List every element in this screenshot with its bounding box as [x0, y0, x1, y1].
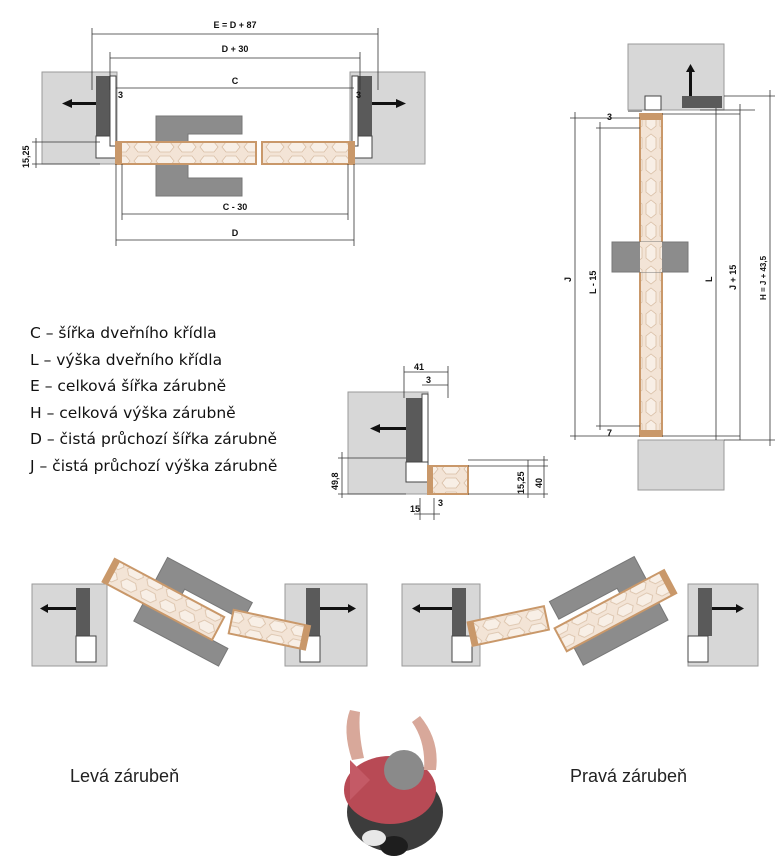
handle-plate: [155, 115, 243, 197]
right-swing-view: [401, 555, 759, 667]
dim-e: E = D + 87: [213, 20, 256, 30]
door-leaf-vertical: [639, 113, 663, 437]
dim-7-section: 7: [607, 428, 612, 438]
legend-item-j: J – čistá průchozí výška zárubně: [30, 456, 278, 475]
anchor-left-icon: [62, 99, 96, 108]
dim-3-section: 3: [607, 112, 612, 122]
legend-item-e: E – celková šířka zárubně: [30, 377, 227, 396]
door-leaf-right: [261, 141, 355, 165]
anchor-detail-icon: [370, 424, 406, 433]
frame-left: [96, 76, 110, 136]
legend-item-c: C – šířka dveřního křídla: [30, 324, 217, 342]
detail-view: 41 3 49,8 15,25 40 15 3: [330, 362, 548, 520]
dim-3-right: 3: [356, 90, 361, 100]
dim-l15: L - 15: [588, 271, 598, 294]
dim-j: J: [563, 277, 573, 282]
dim-41: 41: [414, 362, 424, 372]
dim-d: D: [232, 228, 239, 238]
dim-15-detail: 15: [410, 504, 420, 514]
dim-498: 49,8: [330, 472, 340, 490]
dim-j15: J + 15: [728, 265, 738, 290]
dim-h: H = J + 43,5: [759, 255, 768, 300]
door-leaf-detail: [427, 465, 469, 495]
floor: [637, 439, 725, 491]
dim-3-left: 3: [118, 90, 123, 100]
anchor-right-icon: [372, 99, 406, 108]
dim-3-detail-top: 3: [426, 375, 431, 385]
dim-1525: 15,25: [21, 145, 31, 168]
frame-right: [358, 76, 372, 136]
legend-item-h: H – celková výška zárubně: [30, 403, 236, 422]
dim-40: 40: [534, 478, 544, 488]
dim-l: L: [704, 276, 714, 282]
legend-item-d: D – čistá průchozí šířka zárubně: [30, 430, 278, 449]
dim-c30: C - 30: [223, 202, 248, 212]
section-view: 3 7 J L - 15 L J + 15 H = J + 43,5: [563, 43, 775, 491]
dim-d30: D + 30: [222, 44, 249, 54]
caption-right-frame: Pravá zárubeň: [570, 766, 688, 786]
legend-item-l: L – výška dveřního křídla: [30, 350, 223, 369]
legend-list: C – šířka dveřního křídla L – výška dveř…: [30, 320, 277, 480]
person-illustration: [344, 710, 443, 856]
door-leaf-left: [115, 141, 257, 165]
left-swing-view: [31, 556, 368, 667]
plan-view: E = D + 87 D + 30 C 3 3 C - 30 D 15,25: [21, 20, 426, 246]
dim-1525-detail: 15,25: [516, 471, 526, 494]
anchor-top-icon: [686, 64, 695, 96]
dim-3-detail-bottom: 3: [438, 498, 443, 508]
caption-left-frame: Levá zárubeň: [70, 766, 180, 786]
dim-c: C: [232, 76, 239, 86]
